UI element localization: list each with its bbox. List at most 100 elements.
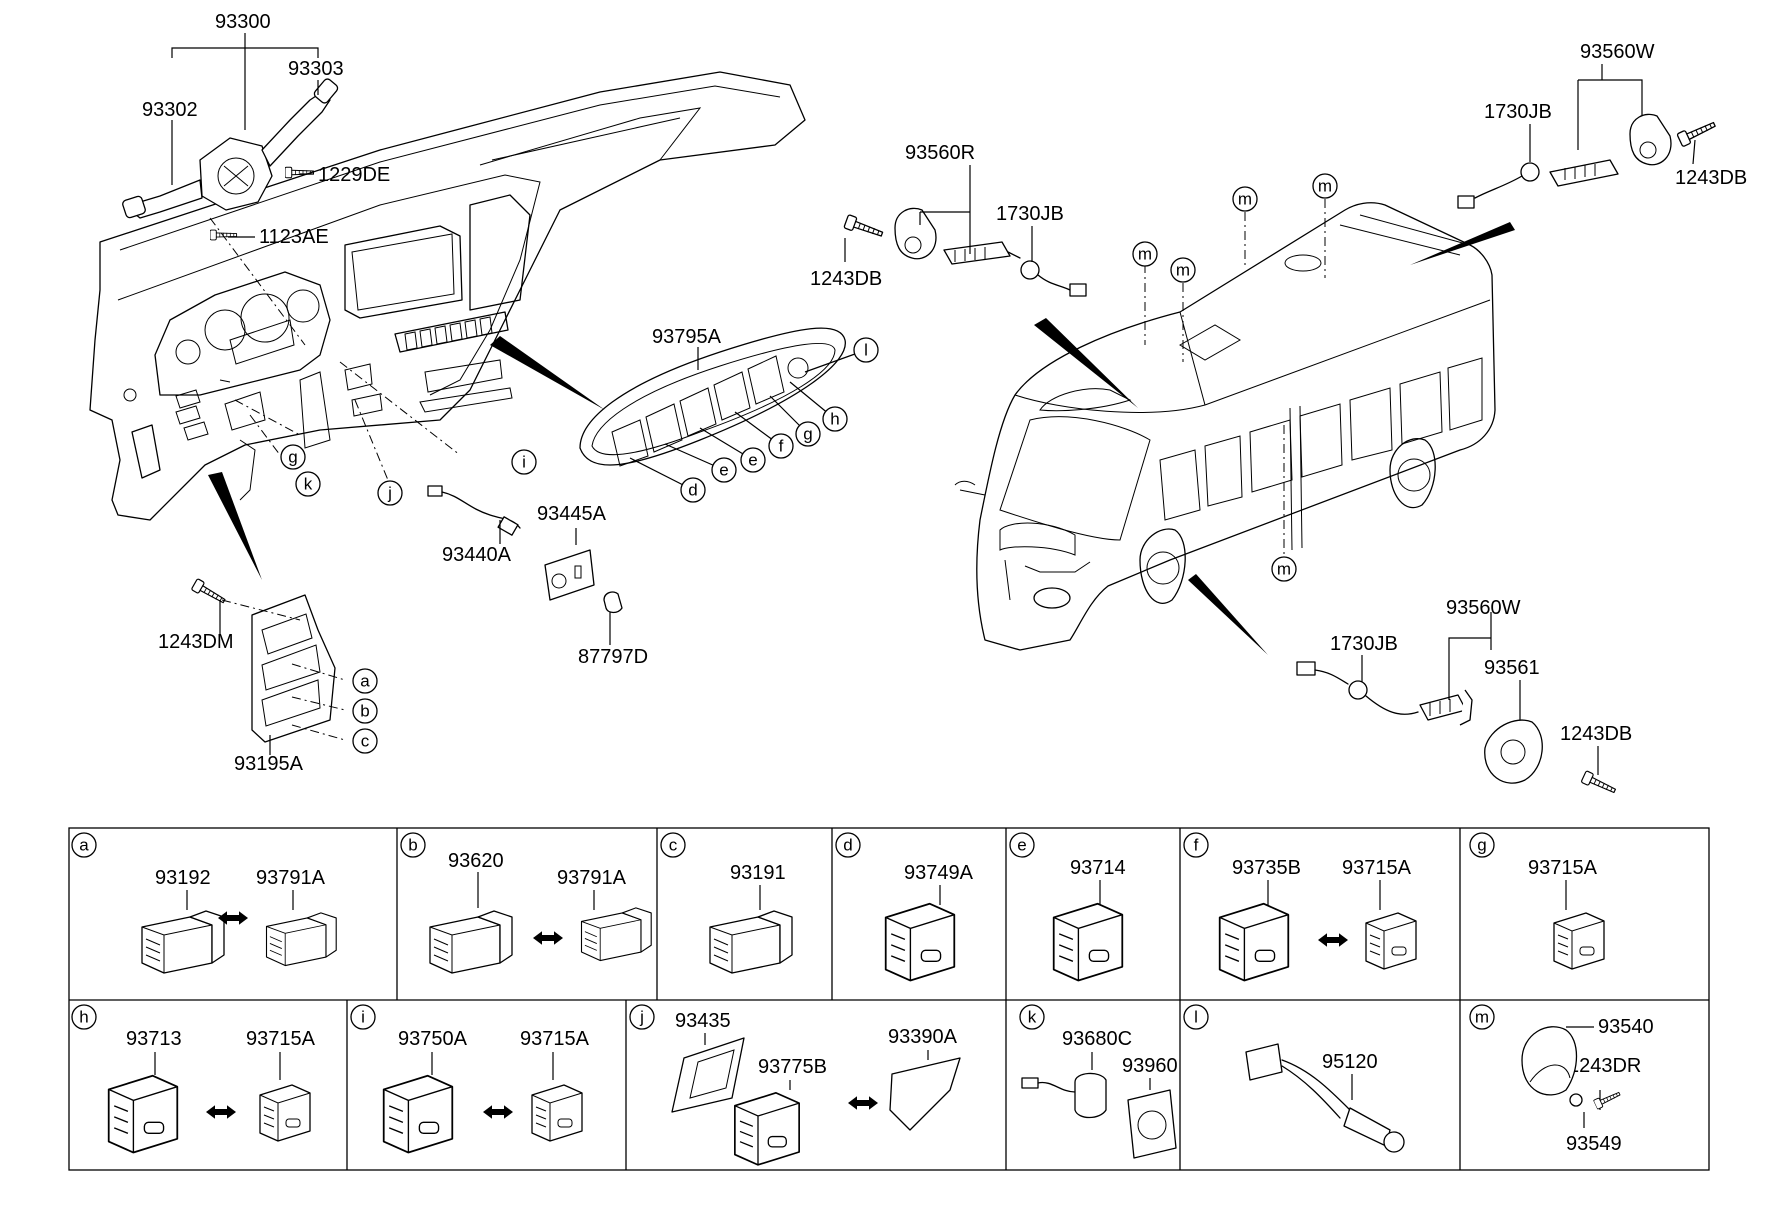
- callout-g-bezel: g: [795, 421, 821, 447]
- part-label-1229DE: 1229DE: [318, 164, 390, 186]
- part-label-1243DB-b: 1243DB: [1675, 167, 1747, 189]
- cell-c: c 93191: [660, 832, 793, 974]
- svg-text:m: m: [1138, 245, 1152, 264]
- cell-letter-j: j: [629, 1004, 655, 1030]
- part-label-93445A: 93445A: [537, 503, 607, 525]
- cell-letter-a: a: [71, 832, 97, 858]
- part-label-93540: 93540: [1598, 1016, 1654, 1038]
- bezel-callouts: d e e f g h l: [629, 337, 879, 503]
- callout-j-dash: j: [377, 480, 403, 506]
- cell-k: k 93680C 93960: [1019, 1004, 1178, 1159]
- part-label-93560W-a: 93560W: [1580, 41, 1655, 63]
- svg-text:c: c: [669, 836, 678, 855]
- svg-text:j: j: [639, 1008, 644, 1027]
- callout-m-bus-1: m: [1132, 241, 1158, 267]
- part-label-93749A: 93749A: [904, 862, 974, 884]
- callout-a-dash: a: [352, 668, 378, 694]
- part-label-93735B: 93735B: [1232, 857, 1301, 879]
- bus-drawing: [954, 202, 1496, 651]
- switch-bezel-drawing: [579, 327, 846, 467]
- svg-text:g: g: [288, 448, 297, 467]
- lamp-assembly-93560W-top-drawing: [1457, 113, 1719, 209]
- svg-text:m: m: [1176, 261, 1190, 280]
- cell-m: m 93540 1243DR 93549: [1469, 1004, 1654, 1155]
- part-label-1730JB-a: 1730JB: [996, 203, 1064, 225]
- cell-g: g 93715A: [1469, 832, 1605, 970]
- part-label-93435: 93435: [675, 1010, 731, 1032]
- dashboard-labels: 93300 93302 93303 1229DE 1123AE 93795A 9…: [142, 11, 722, 775]
- leader-dash-b: [291, 696, 346, 711]
- part-label-93191: 93191: [730, 862, 786, 884]
- dashboard-drawing: [89, 71, 806, 521]
- bracket-93195A-drawing: [190, 577, 336, 743]
- parts-table: [68, 827, 1710, 1171]
- svg-text:f: f: [1194, 836, 1199, 855]
- svg-text:d: d: [843, 836, 852, 855]
- svg-text:g: g: [803, 425, 812, 444]
- svg-text:i: i: [361, 1008, 365, 1027]
- part-label-1730JB-c: 1730JB: [1330, 633, 1398, 655]
- svg-text:m: m: [1475, 1008, 1489, 1027]
- svg-text:e: e: [1017, 836, 1026, 855]
- part-label-93302: 93302: [142, 99, 198, 121]
- part-label-1730JB-b: 1730JB: [1484, 101, 1552, 123]
- bus-dash-lines: [1144, 199, 1326, 555]
- part-label-93303: 93303: [288, 58, 344, 80]
- part-label-93715A-h: 93715A: [246, 1028, 316, 1050]
- cell-f: f 93735B 93715A: [1183, 832, 1417, 982]
- part-label-93440A: 93440A: [442, 544, 512, 566]
- switch-dash-leader: [209, 217, 306, 346]
- cell-d: d 93749A: [835, 832, 974, 982]
- part-label-93791A: 93791A: [256, 867, 326, 889]
- part-label-87797D: 87797D: [578, 646, 648, 668]
- svg-text:f: f: [779, 437, 784, 456]
- svg-text:h: h: [830, 410, 839, 429]
- part-label-93620: 93620: [448, 850, 504, 872]
- part-label-93300: 93300: [215, 11, 271, 33]
- leader-dash-k: [234, 399, 301, 436]
- part-label-1243DR: 1243DR: [1568, 1055, 1641, 1077]
- cell-letter-f: f: [1183, 832, 1209, 858]
- part-label-93192: 93192: [155, 867, 211, 889]
- callout-b-dash: b: [352, 698, 378, 724]
- callout-g-dash: g: [280, 444, 306, 470]
- leader-dash-g: [249, 414, 281, 456]
- svg-text:d: d: [688, 481, 697, 500]
- leader-dash-j: [354, 399, 391, 486]
- callout-h-bezel: h: [822, 406, 848, 432]
- cell-letter-m: m: [1469, 1004, 1495, 1030]
- svg-text:m: m: [1238, 190, 1252, 209]
- svg-text:k: k: [1028, 1008, 1037, 1027]
- callout-m-bus-2: m: [1170, 257, 1196, 283]
- callout-e-bezel: e: [711, 457, 737, 483]
- cell-a: a 93192 93791A: [71, 832, 337, 974]
- cell-letter-k: k: [1019, 1004, 1045, 1030]
- part-label-1123AE: 1123AE: [259, 226, 329, 248]
- callout-m-bus-3: m: [1232, 186, 1258, 212]
- part-label-1243DB-c: 1243DB: [1560, 723, 1632, 745]
- part-label-93715A-f: 93715A: [1342, 857, 1412, 879]
- callout-m-bus-4: m: [1312, 173, 1338, 199]
- multifunction-switch-drawing: [122, 78, 339, 241]
- wedge-pointer: [208, 472, 262, 580]
- svg-text:a: a: [79, 836, 89, 855]
- svg-text:l: l: [1194, 1008, 1198, 1027]
- part-label-1243DM: 1243DM: [158, 631, 234, 653]
- svg-text:e: e: [748, 451, 757, 470]
- cell-h: h 93713 93715A: [71, 1004, 316, 1154]
- bus-labels: 93560R 1730JB 1243DB 93560W 1730JB 1243D…: [810, 41, 1747, 745]
- callout-d-bezel: d: [680, 477, 706, 503]
- part-label-93560W-b: 93560W: [1446, 597, 1521, 619]
- lamp-assembly-93560W-bottom-drawing: [1296, 661, 1618, 798]
- callout-l-bezel: l: [853, 337, 879, 363]
- dashboard-leaders: [171, 33, 699, 755]
- part-label-93549: 93549: [1566, 1133, 1622, 1155]
- leader-dash-a: [291, 663, 346, 681]
- part-label-93561: 93561: [1484, 657, 1540, 679]
- part-label-93960: 93960: [1122, 1055, 1178, 1077]
- part-label-1243DB-a: 1243DB: [810, 268, 882, 290]
- part-label-93390A: 93390A: [888, 1026, 958, 1048]
- cell-j: j 93435 93775B 93390A: [629, 1004, 961, 1166]
- svg-text:l: l: [864, 341, 868, 360]
- bus-solid-pointers: [1034, 222, 1515, 655]
